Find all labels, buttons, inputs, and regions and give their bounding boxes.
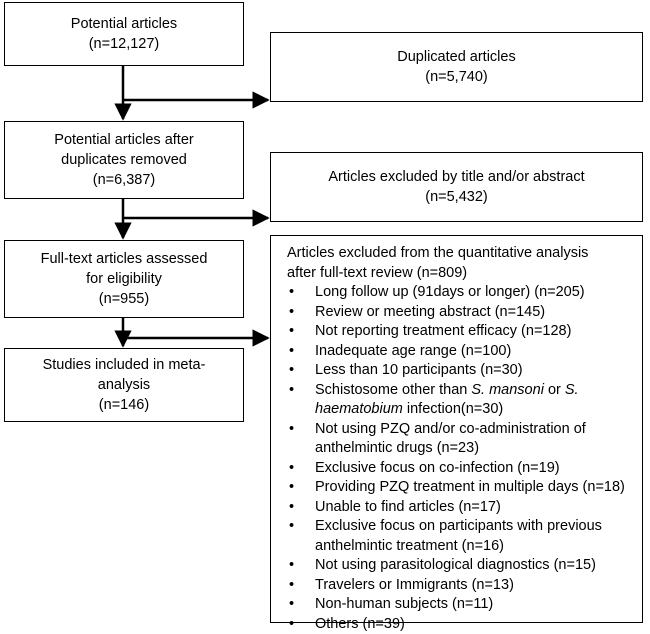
studies-included-box: Studies included in meta- analysis (n=14…: [4, 348, 244, 422]
box-text-line: (n=6,387): [93, 170, 155, 190]
exclusion-reason-item: Less than 10 participants (n=30): [287, 361, 636, 381]
exclusion-reason-text: or: [544, 382, 565, 398]
box-text-line: (n=5,432): [425, 187, 487, 207]
exclusion-reason-line: Exclusive focus on participants with pre…: [315, 517, 636, 537]
exclusion-reasons-list: Long follow up (91days or longer) (n=205…: [287, 283, 636, 634]
exclusion-reason-text: Schistosome other than: [315, 382, 471, 398]
excluded-fulltext-box: Articles excluded from the quantitative …: [270, 235, 643, 623]
box-text-line: Duplicated articles: [397, 47, 515, 67]
exclusion-reason-item: Non-human subjects (n=11): [287, 595, 636, 615]
box-text-line: (n=955): [99, 289, 149, 309]
species-name: S. mansoni: [471, 382, 544, 398]
box-text-line: duplicates removed: [61, 150, 187, 170]
box-text-line: Potential articles: [71, 14, 177, 34]
box-text-line: (n=146): [99, 395, 149, 415]
exclusion-reason-line: Not using PZQ and/or co-administration o…: [315, 420, 636, 440]
box-text-line: (n=12,127): [89, 34, 160, 54]
species-name: S.: [565, 382, 579, 398]
species-name: haematobium: [315, 401, 403, 417]
exclusion-reason-item: Unable to find articles (n=17): [287, 498, 636, 518]
exclusion-reason-item: Exclusive focus on co-infection (n=19): [287, 459, 636, 479]
box-text-line: analysis: [98, 375, 150, 395]
exclusion-reason-item: Not using parasitological diagnostics (n…: [287, 556, 636, 576]
exclusion-reason-item: Exclusive focus on participants with pre…: [287, 517, 636, 556]
box-text-line: Full-text articles assessed: [41, 249, 208, 269]
fulltext-assessed-box: Full-text articles assessed for eligibil…: [4, 240, 244, 318]
box-text-line: (n=5,740): [425, 67, 487, 87]
after-duplicates-box: Potential articles after duplicates remo…: [4, 121, 244, 199]
box-text-line: Potential articles after: [54, 130, 193, 150]
exclusion-reason-item: Long follow up (91days or longer) (n=205…: [287, 283, 636, 303]
exclusion-reason-item: Not using PZQ and/or co-administration o…: [287, 420, 636, 459]
exclusion-reason-item: Inadequate age range (n=100): [287, 342, 636, 362]
exclusion-reason-text: infection(n=30): [403, 401, 503, 417]
duplicated-articles-box: Duplicated articles (n=5,740): [270, 32, 643, 102]
exclusion-reason-item: Not reporting treatment efficacy (n=128): [287, 322, 636, 342]
exclusion-reason-item: Others (n=39): [287, 615, 636, 634]
exclusion-reason-item: Travelers or Immigrants (n=13): [287, 576, 636, 596]
excluded-heading-line: after full-text review (n=809): [287, 263, 636, 283]
box-text-line: for eligibility: [86, 269, 162, 289]
potential-articles-box: Potential articles (n=12,127): [4, 2, 244, 66]
exclusion-reason-line: anthelmintic drugs (n=23): [315, 439, 636, 459]
exclusion-reason-item: Schistosome other than S. mansoni or S. h…: [287, 381, 636, 420]
box-text-line: Studies included in meta-: [43, 355, 206, 375]
exclusion-reason-line: anthelmintic treatment (n=16): [315, 537, 636, 557]
excluded-title-abstract-box: Articles excluded by title and/or abstra…: [270, 152, 643, 222]
exclusion-reason-item: Providing PZQ treatment in multiple days…: [287, 478, 636, 498]
box-text-line: Articles excluded by title and/or abstra…: [328, 167, 584, 187]
exclusion-reason-item: Review or meeting abstract (n=145): [287, 303, 636, 323]
excluded-heading-line: Articles excluded from the quantitative …: [287, 243, 636, 263]
